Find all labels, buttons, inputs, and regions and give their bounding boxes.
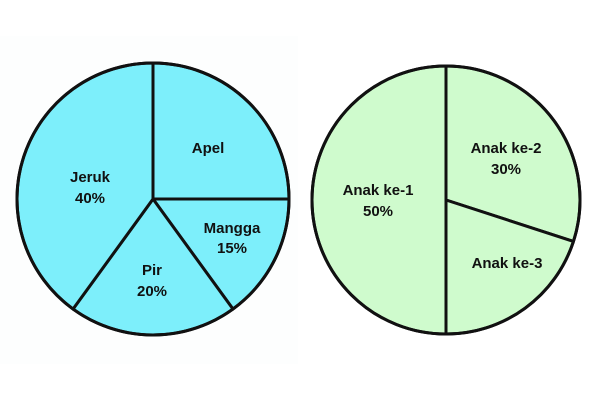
- slice-label-mangga: Mangga: [204, 220, 261, 237]
- slice-label-apel: Apel: [192, 140, 225, 157]
- slice-percent-pir: 20%: [137, 283, 167, 300]
- fruit-pie-outline: [15, 61, 291, 337]
- slice-percent-anak-ke-1: 50%: [363, 203, 393, 220]
- children-pie-chart: Anak ke-2 30% Anak ke-3 Anak ke-1 50%: [310, 64, 582, 336]
- fruit-pie-chart: Apel Mangga 15% Pir 20% Jeruk 40%: [15, 61, 291, 337]
- slice-percent-anak-ke-2: 30%: [491, 161, 521, 178]
- slice-label-pir: Pir: [142, 262, 162, 279]
- slice-label-anak-ke-2: Anak ke-2: [471, 140, 542, 157]
- children-pie-outline: [310, 64, 582, 336]
- slice-percent-jeruk: 40%: [75, 190, 105, 207]
- slice-percent-mangga: 15%: [217, 240, 247, 257]
- pie-slice-anak-ke-1: [310, 64, 448, 336]
- slice-label-anak-ke-1: Anak ke-1: [343, 182, 414, 199]
- slice-label-anak-ke-3: Anak ke-3: [472, 255, 543, 272]
- slice-label-jeruk: Jeruk: [70, 169, 111, 186]
